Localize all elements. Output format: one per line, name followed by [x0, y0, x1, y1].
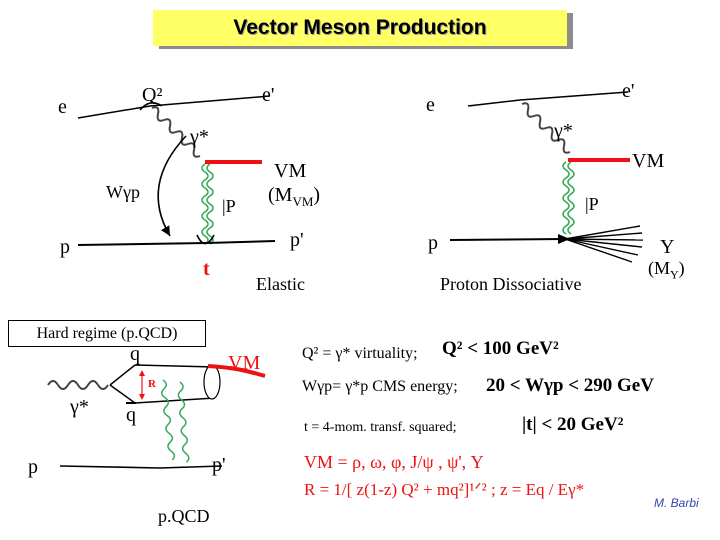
- elastic-q2-arc: [139, 102, 163, 111]
- elastic-diagram: [77, 95, 276, 246]
- hard-gluon-2: [177, 381, 190, 463]
- elastic-p-in-label: p: [60, 236, 70, 258]
- elastic-proton-out: [206, 240, 276, 244]
- elastic-t-arc: [196, 234, 215, 245]
- hard-quark-top: [109, 364, 136, 386]
- formula-w-range: 20 < Wγp < 290 GeV: [486, 375, 654, 396]
- diss-e-in-label: e: [426, 94, 435, 116]
- formula-q2-range: Q² < 100 GeV²: [442, 338, 559, 359]
- hard-q-label: q: [130, 343, 140, 365]
- elastic-caption: Elastic: [256, 274, 305, 294]
- hard-p-in-label: p: [28, 456, 38, 478]
- hard-r-label: R: [148, 378, 156, 390]
- hard-photon: [47, 380, 109, 390]
- diss-photon: [521, 102, 571, 154]
- title-banner: Vector Meson Production: [153, 10, 567, 46]
- hard-qbar-label: q: [126, 404, 136, 426]
- hard-quark-bottom: [109, 384, 136, 404]
- elastic-proton-in: [77, 242, 208, 246]
- author-credit: M. Barbi: [654, 496, 699, 510]
- elastic-photon: [151, 106, 201, 158]
- hard-p-out-label: p': [212, 454, 226, 476]
- diss-electron-in: [467, 99, 521, 107]
- elastic-electron-out: [149, 95, 271, 107]
- formula-t-desc: t = 4-mom. transf. squared;: [304, 420, 457, 435]
- page-title: Vector Meson Production: [233, 16, 487, 39]
- elastic-mvm-label: (MVM): [268, 184, 321, 209]
- hard-proton-out: [159, 465, 223, 469]
- diss-photon-label: γ*: [554, 120, 573, 142]
- elastic-e-out-label: e': [262, 84, 275, 106]
- diss-caption: Proton Dissociative: [440, 274, 582, 294]
- diss-e-out-label: e': [622, 80, 635, 102]
- elastic-pomeron-gluon: [201, 163, 209, 245]
- hard-gluon-1: [161, 379, 176, 461]
- elastic-wgp-label: Wγp: [106, 182, 140, 202]
- diss-my-label: (MY): [648, 258, 685, 282]
- formula-vm-list: VM = ρ, ω, φ, J/ψ , ψ', Y: [304, 452, 484, 472]
- hard-vm-label: VM: [228, 352, 261, 374]
- hard-vm-blob: [203, 364, 221, 400]
- diss-y-label: Y: [660, 236, 675, 258]
- diss-proton-in: [449, 238, 566, 241]
- formula-w-desc: Wγp= γ*p CMS energy;: [302, 378, 458, 395]
- elastic-pomeron-label: |P: [222, 196, 236, 216]
- elastic-e-in-label: e: [58, 96, 67, 118]
- elastic-t-label: t: [203, 258, 210, 280]
- elastic-wgp-arc: [157, 135, 187, 237]
- elastic-vm-label: VM: [274, 160, 307, 182]
- diss-p-in-label: p: [428, 232, 438, 254]
- hard-regime-box: Hard regime (p.QCD): [8, 320, 206, 347]
- hard-regime-label: Hard regime (p.QCD): [36, 324, 178, 342]
- hard-photon-label: γ*: [70, 396, 89, 418]
- diss-pomeron-gluon: [562, 161, 570, 235]
- elastic-q2-label: Q²: [142, 84, 163, 106]
- diss-pomeron-label: |P: [585, 194, 599, 214]
- hard-caption: p.QCD: [158, 506, 210, 526]
- formula-r-def: R = 1/[ z(1-z) Q² + mq²]¹ᐟ² ; z = Eq / E…: [304, 480, 585, 499]
- formula-q2-desc: Q² = γ* virtuality;: [302, 345, 418, 362]
- elastic-photon-label: γ*: [190, 126, 209, 148]
- hard-diagram: [47, 364, 266, 469]
- diss-vm-label: VM: [632, 150, 665, 172]
- elastic-electron-in: [77, 105, 151, 119]
- diss-fragments: [564, 225, 644, 263]
- formula-t-range: |t| < 20 GeV²: [522, 414, 624, 435]
- hard-vm-line: [207, 364, 266, 378]
- elastic-p-out-label: p': [290, 229, 304, 251]
- hard-proton-in: [59, 465, 161, 469]
- diss-electron-out: [519, 91, 629, 101]
- dissociative-diagram: [449, 91, 644, 263]
